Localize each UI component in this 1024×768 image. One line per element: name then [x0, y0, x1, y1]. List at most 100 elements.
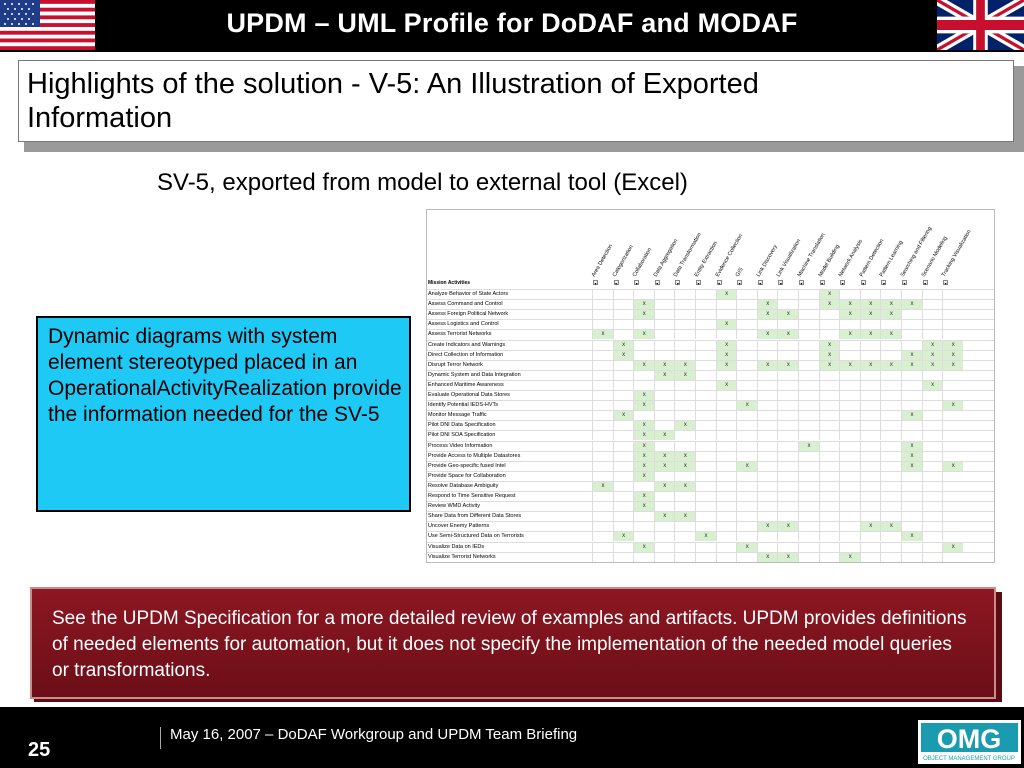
matrix-cell[interactable] — [592, 471, 613, 481]
matrix-cell[interactable] — [798, 401, 819, 411]
matrix-cell[interactable] — [942, 421, 963, 431]
matrix-cell[interactable]: x — [942, 360, 964, 370]
matrix-cell[interactable] — [592, 401, 613, 411]
matrix-cell[interactable] — [818, 552, 840, 562]
matrix-cell[interactable] — [592, 492, 613, 501]
matrix-cell[interactable] — [839, 451, 860, 461]
matrix-cell[interactable] — [798, 532, 819, 542]
matrix-cell[interactable]: x — [592, 330, 613, 340]
matrix-cell[interactable] — [592, 370, 613, 380]
matrix-cell[interactable]: x — [756, 330, 778, 340]
matrix-cell[interactable] — [942, 310, 963, 320]
matrix-cell[interactable] — [839, 380, 860, 390]
filter-dropdown-icon[interactable]: ▾ — [799, 280, 804, 286]
matrix-cell[interactable] — [942, 391, 963, 400]
matrix-cell[interactable] — [736, 320, 757, 330]
matrix-cell[interactable] — [592, 411, 613, 421]
matrix-cell[interactable] — [880, 370, 901, 380]
matrix-cell[interactable] — [839, 471, 860, 481]
matrix-cell[interactable] — [839, 350, 860, 360]
matrix-cell[interactable] — [674, 552, 695, 562]
matrix-cell[interactable] — [777, 532, 798, 542]
matrix-cell[interactable]: x — [942, 401, 964, 411]
matrix-cell[interactable]: x — [695, 532, 716, 542]
matrix-cell[interactable] — [880, 391, 901, 400]
matrix-cell[interactable] — [736, 391, 757, 400]
matrix-cell[interactable] — [859, 532, 881, 542]
matrix-cell[interactable] — [715, 451, 737, 461]
matrix-cell[interactable] — [715, 512, 737, 522]
matrix-cell[interactable]: x — [901, 532, 922, 542]
matrix-cell[interactable]: x — [633, 542, 655, 552]
matrix-cell[interactable]: x — [859, 310, 881, 320]
matrix-cell[interactable] — [839, 481, 860, 491]
matrix-cell[interactable]: x — [942, 340, 964, 350]
filter-dropdown-icon[interactable]: ▾ — [737, 280, 743, 286]
matrix-cell[interactable] — [921, 330, 943, 340]
matrix-cell[interactable] — [839, 411, 860, 421]
matrix-cell[interactable] — [715, 542, 737, 552]
matrix-cell[interactable] — [715, 441, 737, 451]
matrix-cell[interactable] — [674, 492, 695, 501]
matrix-cell[interactable]: x — [715, 320, 737, 330]
matrix-cell[interactable] — [695, 522, 716, 532]
matrix-cell[interactable]: x — [839, 310, 861, 320]
matrix-cell[interactable]: x — [633, 300, 655, 310]
matrix-cell[interactable]: x — [633, 360, 655, 370]
matrix-cell[interactable] — [612, 310, 634, 320]
matrix-cell[interactable] — [715, 421, 737, 431]
matrix-cell[interactable]: x — [921, 350, 943, 360]
matrix-cell[interactable] — [859, 552, 881, 562]
matrix-cell[interactable] — [921, 471, 943, 481]
matrix-cell[interactable] — [612, 370, 634, 380]
matrix-cell[interactable] — [715, 461, 737, 471]
matrix-cell[interactable]: x — [839, 552, 861, 562]
filter-dropdown-icon[interactable]: ▾ — [654, 280, 660, 286]
matrix-cell[interactable] — [859, 461, 881, 471]
matrix-cell[interactable] — [674, 340, 695, 350]
matrix-cell[interactable] — [612, 320, 634, 330]
matrix-cell[interactable] — [592, 502, 613, 512]
matrix-cell[interactable] — [777, 401, 798, 411]
matrix-cell[interactable] — [839, 391, 860, 400]
matrix-cell[interactable]: x — [942, 350, 964, 360]
matrix-cell[interactable] — [592, 431, 613, 441]
matrix-cell[interactable] — [798, 461, 819, 471]
matrix-cell[interactable] — [839, 340, 860, 350]
filter-dropdown-icon[interactable]: ▾ — [613, 280, 619, 286]
matrix-cell[interactable] — [859, 431, 881, 441]
matrix-cell[interactable] — [592, 542, 613, 552]
matrix-cell[interactable] — [653, 522, 675, 532]
matrix-cell[interactable] — [921, 512, 943, 522]
matrix-cell[interactable] — [695, 512, 716, 522]
matrix-cell[interactable] — [756, 502, 778, 512]
matrix-cell[interactable] — [880, 552, 901, 562]
matrix-cell[interactable] — [942, 532, 963, 542]
matrix-cell[interactable] — [736, 340, 757, 350]
matrix-cell[interactable]: x — [715, 360, 737, 370]
matrix-cell[interactable]: x — [818, 350, 840, 360]
matrix-cell[interactable]: x — [612, 411, 634, 421]
matrix-cell[interactable] — [921, 502, 943, 512]
matrix-cell[interactable] — [880, 431, 901, 441]
matrix-cell[interactable] — [859, 542, 881, 552]
matrix-cell[interactable] — [715, 310, 737, 320]
matrix-cell[interactable] — [880, 471, 901, 481]
matrix-cell[interactable] — [756, 350, 778, 360]
filter-dropdown-icon[interactable]: ▾ — [881, 280, 887, 286]
matrix-cell[interactable] — [695, 492, 716, 501]
matrix-cell[interactable] — [756, 481, 778, 491]
matrix-cell[interactable] — [818, 320, 840, 330]
matrix-cell[interactable] — [592, 451, 613, 461]
matrix-cell[interactable] — [612, 542, 634, 552]
matrix-cell[interactable]: x — [633, 391, 655, 400]
matrix-cell[interactable] — [633, 350, 654, 360]
matrix-cell[interactable]: x — [653, 360, 675, 370]
matrix-cell[interactable] — [818, 380, 840, 390]
matrix-cell[interactable] — [880, 461, 901, 471]
matrix-cell[interactable] — [695, 502, 716, 512]
matrix-cell[interactable] — [653, 552, 675, 562]
matrix-cell[interactable] — [859, 451, 881, 461]
matrix-cell[interactable] — [859, 471, 881, 481]
matrix-cell[interactable]: x — [633, 421, 655, 431]
